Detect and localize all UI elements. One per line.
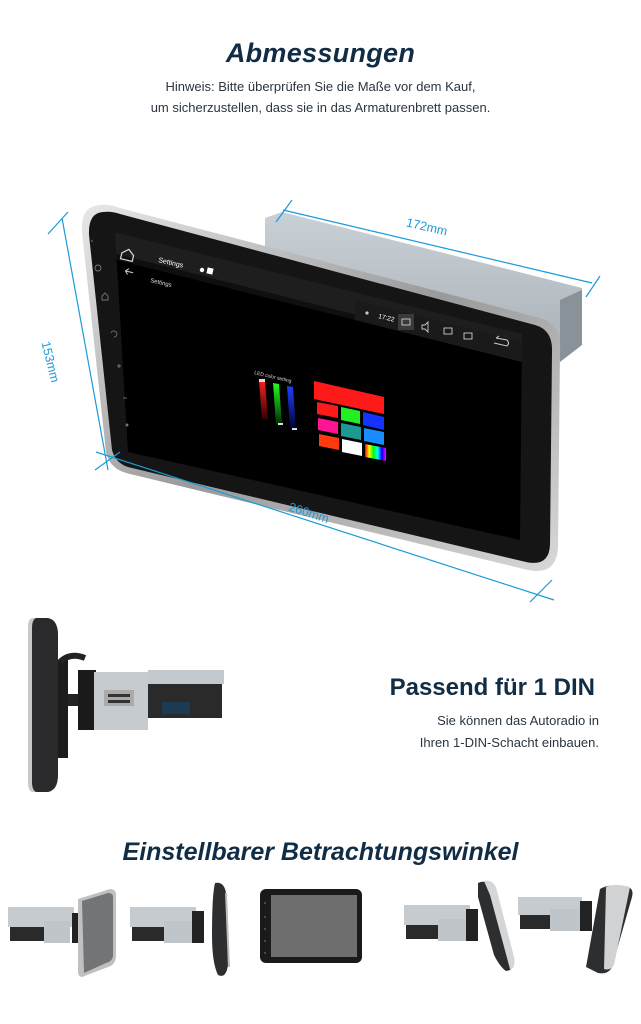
home-icon [101, 292, 109, 301]
back-arrow-icon [124, 268, 134, 275]
location-icon [365, 311, 369, 315]
tilted-down-view [518, 885, 633, 974]
section-title-dimensions: Abmessungen [225, 38, 416, 68]
din-text-line2: Ihren 1-DIN-Schacht einbauen. [419, 735, 599, 750]
close-box-icon [443, 327, 453, 335]
power-icon [94, 264, 102, 272]
dimensions-note-line1: Hinweis: Bitte überprüfen Sie die Maße v… [165, 79, 476, 94]
height-dimension-line [61, 217, 109, 471]
back-icon [493, 335, 509, 347]
color-swatch-grid [314, 381, 386, 461]
section-title-din: Passend für 1 DIN [389, 674, 595, 701]
section-title-viewing-angle: Einstellbarer Betrachtungswinkel [122, 838, 519, 866]
width-dimension-line [95, 451, 555, 601]
side-buttons [94, 264, 129, 427]
multi-window-icon [463, 332, 473, 340]
tilted-back-view [404, 880, 515, 971]
camera-icon [401, 318, 411, 326]
clock: 17:22 [378, 313, 396, 324]
din-side-view-image [28, 618, 224, 792]
device-dimension-illustration: Settings Settings 17:22 LED color settin… [47, 199, 601, 603]
dimensions-note-line2: um sicherzustellen, dass sie in das Arma… [150, 100, 491, 115]
back-icon [110, 330, 118, 338]
viewing-angle-gallery [8, 880, 633, 977]
home-icon [119, 248, 135, 263]
side-view [130, 882, 230, 976]
front-view [260, 889, 362, 963]
volume-icon [421, 320, 429, 334]
tilted-right-view [8, 889, 116, 977]
sub-title: Settings [150, 278, 172, 289]
depth-dimension-line [282, 209, 593, 284]
volume-up-icon [117, 364, 121, 368]
din-text-line1: Sie können das Autoradio in [437, 713, 599, 728]
